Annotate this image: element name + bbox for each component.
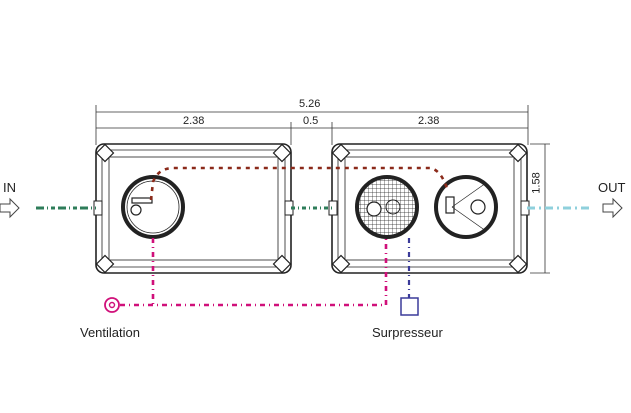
- blower-label: Surpresseur: [372, 325, 443, 340]
- inlet-label: IN: [3, 180, 16, 195]
- clarifier-manhole: [434, 175, 498, 239]
- blower-icon: [400, 297, 419, 316]
- ventilation-label: Ventilation: [80, 325, 140, 340]
- inlet-arrow-icon: [0, 197, 20, 219]
- outlet-label: OUT: [598, 180, 626, 195]
- aeration-manhole: [355, 175, 419, 239]
- tank1-length-dimension: 2.38: [183, 115, 205, 127]
- outlet-arrow-icon: [602, 197, 623, 219]
- tank-1: [93, 143, 294, 274]
- tank2-length-dimension: 2.38: [418, 115, 440, 127]
- tank-2: [328, 143, 530, 274]
- ventilation-line: [120, 238, 388, 307]
- tank-1-manhole: [121, 175, 185, 239]
- total-length-dimension: 5.26: [299, 98, 321, 110]
- sludge-recirculation-line: [149, 166, 450, 201]
- gap-dimension: 0.5: [303, 115, 319, 127]
- width-dimension: 1.58: [530, 172, 543, 194]
- ventilation-icon: [104, 297, 120, 313]
